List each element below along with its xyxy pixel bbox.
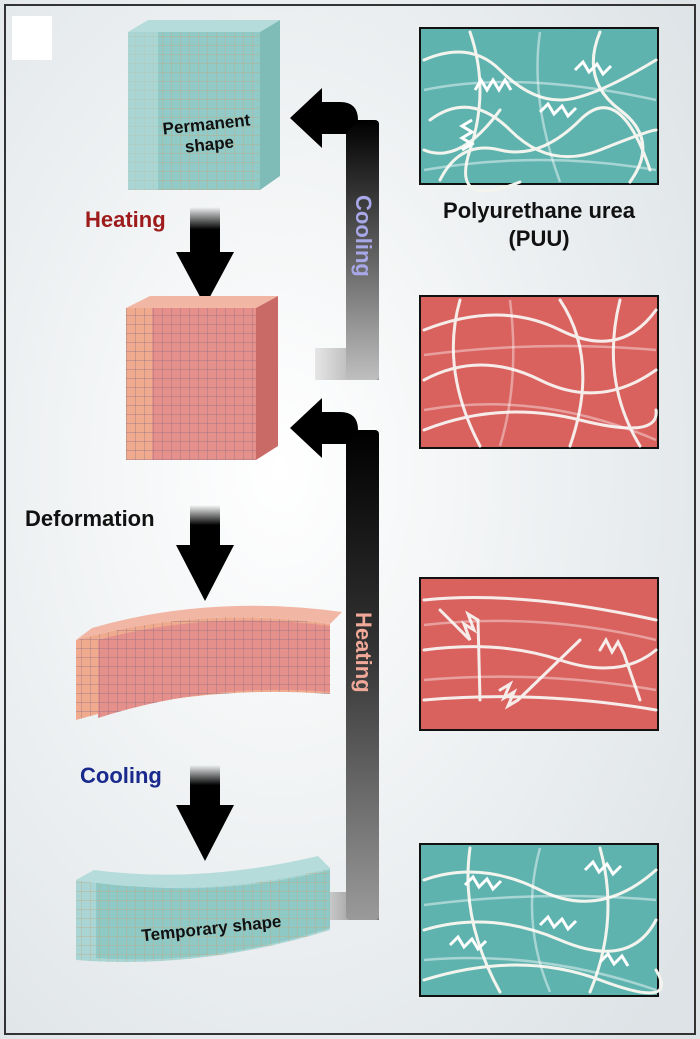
molecular-panel-temporary: [419, 843, 663, 997]
corner-white-patch: [12, 16, 52, 60]
step-label-deformation: Deformation: [25, 506, 155, 531]
step-label-cooling: Cooling: [80, 763, 162, 788]
molecular-panel-deformed: [419, 577, 659, 731]
return-label-cooling: Cooling: [351, 195, 376, 277]
return-arrow-cooling: [290, 88, 379, 380]
return-label-heating: Heating: [351, 612, 376, 693]
down-arrow-deformation: [176, 505, 234, 601]
permanent-shape-cube: [128, 20, 280, 190]
down-arrow-cooling: [176, 765, 234, 861]
step-label-heating: Heating: [85, 207, 166, 232]
molecular-panel-heated: [419, 295, 659, 449]
return-arrow-heating: [290, 398, 379, 920]
molecular-panel-permanent: [419, 27, 659, 193]
heated-cube: [126, 296, 278, 460]
material-title: Polyurethane urea: [443, 198, 636, 223]
temporary-shape-block: [76, 856, 330, 962]
material-subtitle: (PUU): [508, 226, 569, 251]
frame-border: [4, 4, 696, 1035]
down-arrow-heating: [176, 207, 234, 306]
deformed-block: [76, 605, 342, 720]
